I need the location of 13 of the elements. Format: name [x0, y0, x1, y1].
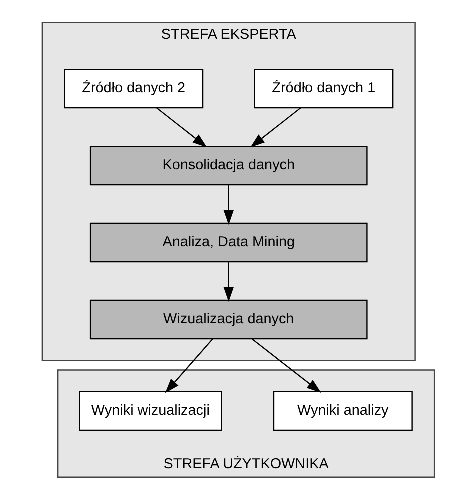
node-box: Wyniki analizy	[272, 391, 412, 432]
arrow	[250, 108, 301, 148]
node-box: Źródło danych 1	[254, 68, 394, 109]
arrow	[156, 108, 207, 148]
node-box: Źródło danych 2	[64, 68, 204, 109]
node-box: Analiza, Data Mining	[89, 222, 368, 263]
arrow	[164, 339, 213, 394]
arrow	[252, 338, 321, 393]
node-box: Wizualizacja danych	[89, 300, 368, 340]
arrow	[223, 262, 234, 302]
node-box: Konsolidacja danych	[89, 146, 368, 186]
node-box: Wyniki wizualizacji	[78, 391, 222, 432]
arrow	[223, 185, 234, 225]
